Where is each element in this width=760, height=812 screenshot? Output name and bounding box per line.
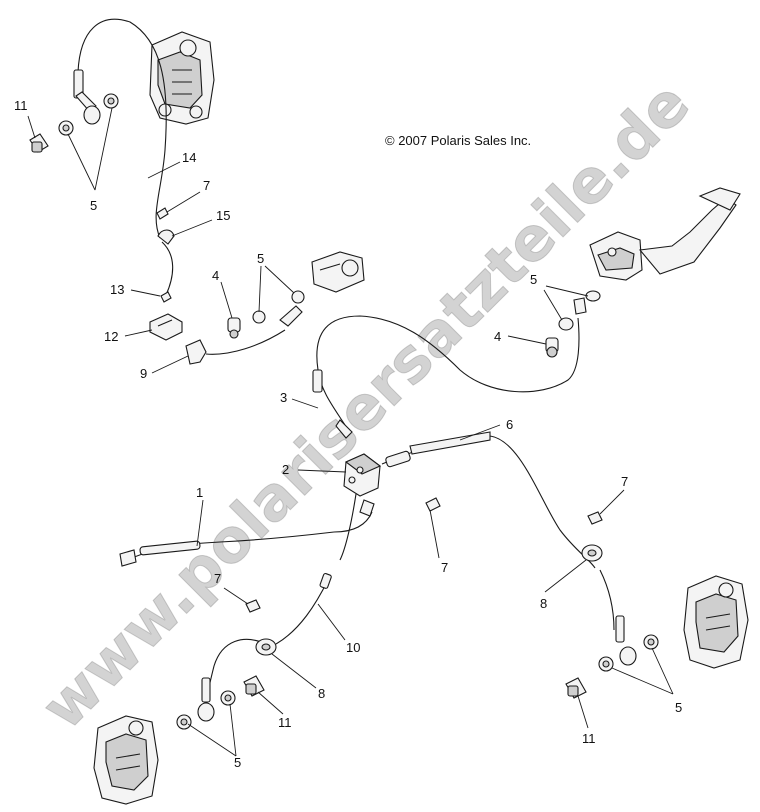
callout-7-upper: 7 — [203, 178, 210, 193]
watermark: www.polarisersatzteile.de — [29, 69, 704, 744]
junction-9 — [185, 339, 207, 365]
callout-3: 3 — [280, 390, 287, 405]
copyright-text: © 2007 Polaris Sales Inc. — [385, 133, 531, 148]
front-left-caliper — [149, 31, 215, 125]
screw-7-lower-left — [245, 599, 261, 613]
bracket-12 — [149, 313, 183, 341]
callout-7-lower-left: 7 — [214, 571, 221, 586]
rear-left-caliper — [93, 715, 159, 805]
banjo-bolt-4-right — [545, 337, 559, 358]
callout-5-middle: 5 — [257, 251, 264, 266]
banjo-bolt-11-top — [29, 133, 49, 153]
hose-clip-15 — [157, 229, 175, 245]
screw-7-right — [587, 511, 603, 525]
callout-4-right: 4 — [494, 329, 501, 344]
callout-5-top-left: 5 — [90, 198, 97, 213]
callout-6: 6 — [506, 417, 513, 432]
callout-5-upper-right: 5 — [530, 272, 537, 287]
callout-10: 10 — [346, 640, 360, 655]
master-cylinder-small — [311, 251, 365, 293]
hose-clamp-8-right — [581, 544, 603, 562]
callout-12: 12 — [104, 329, 118, 344]
callout-8-left: 8 — [318, 686, 325, 701]
banjo-fitting-right — [598, 615, 659, 672]
callout-2: 2 — [282, 462, 289, 477]
callout-5-right: 5 — [675, 700, 682, 715]
screw-7-upper — [156, 207, 169, 220]
callout-15: 15 — [216, 208, 230, 223]
callout-11-lower-left: 11 — [278, 715, 292, 730]
callout-14: 14 — [182, 150, 196, 165]
callout-8-right: 8 — [540, 596, 547, 611]
washers-5-middle-left — [205, 290, 305, 355]
rear-right-caliper — [683, 575, 749, 669]
brake-hose-1 — [119, 499, 375, 567]
banjo-bolt-11-lower-left — [243, 675, 265, 697]
banjo-fitting-top-left — [58, 93, 119, 136]
brake-hose-3 — [312, 315, 580, 439]
screw-13 — [160, 291, 172, 303]
callout-13: 13 — [110, 282, 124, 297]
leader-lines — [27, 107, 674, 757]
screw-7-middle — [425, 497, 441, 512]
brake-junction-block-2 — [343, 453, 382, 497]
callout-labels: 11 5 14 7 15 13 12 9 4 5 5 4 3 2 6 1 7 7… — [14, 98, 682, 770]
callout-5-bottom-left: 5 — [234, 755, 241, 770]
banjo-bolt-4-left — [227, 317, 241, 339]
callout-7-middle: 7 — [441, 560, 448, 575]
callout-4-left: 4 — [212, 268, 219, 283]
hose-clamp-8-left — [255, 638, 277, 656]
banjo-fitting-bottom-left — [176, 677, 236, 730]
brake-hose-6 — [381, 431, 615, 631]
callout-11-top-left: 11 — [14, 98, 28, 113]
callout-11-right: 11 — [582, 731, 596, 746]
banjo-bolt-11-right — [565, 677, 587, 699]
callout-1: 1 — [196, 485, 203, 500]
foot-brake-master-cylinder — [589, 187, 741, 281]
callout-7-right: 7 — [621, 474, 628, 489]
callout-9: 9 — [140, 366, 147, 381]
washers-5-upper-right — [558, 290, 601, 331]
